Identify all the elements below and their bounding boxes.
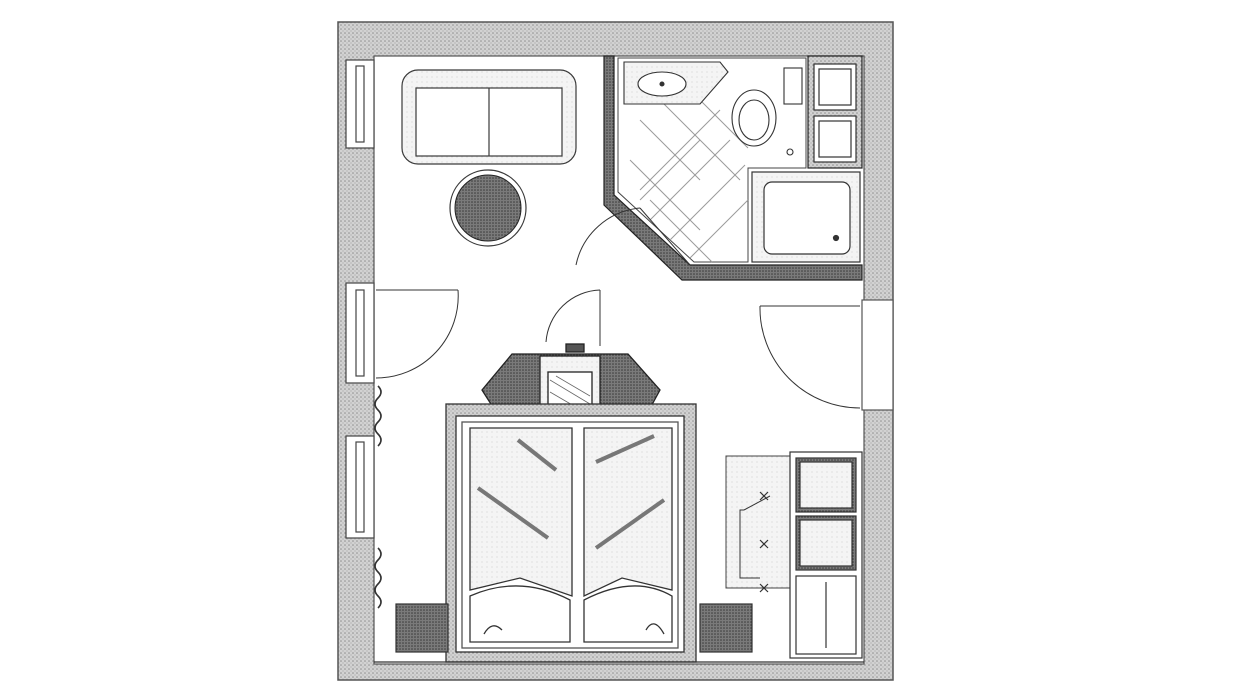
wardrobe-cabinets [813, 63, 857, 163]
vanity-sink [623, 61, 729, 105]
left-windows [345, 59, 375, 539]
double-bed [445, 403, 697, 663]
tv-cabinet [481, 343, 661, 413]
round-table [449, 169, 527, 247]
wardrobe-right [789, 451, 863, 659]
shower-tray [751, 171, 861, 263]
nightstands [395, 603, 753, 653]
curtains [374, 385, 382, 609]
sofa [401, 69, 577, 165]
door-swings [375, 207, 861, 409]
toilet [731, 67, 803, 156]
desk [725, 455, 797, 593]
